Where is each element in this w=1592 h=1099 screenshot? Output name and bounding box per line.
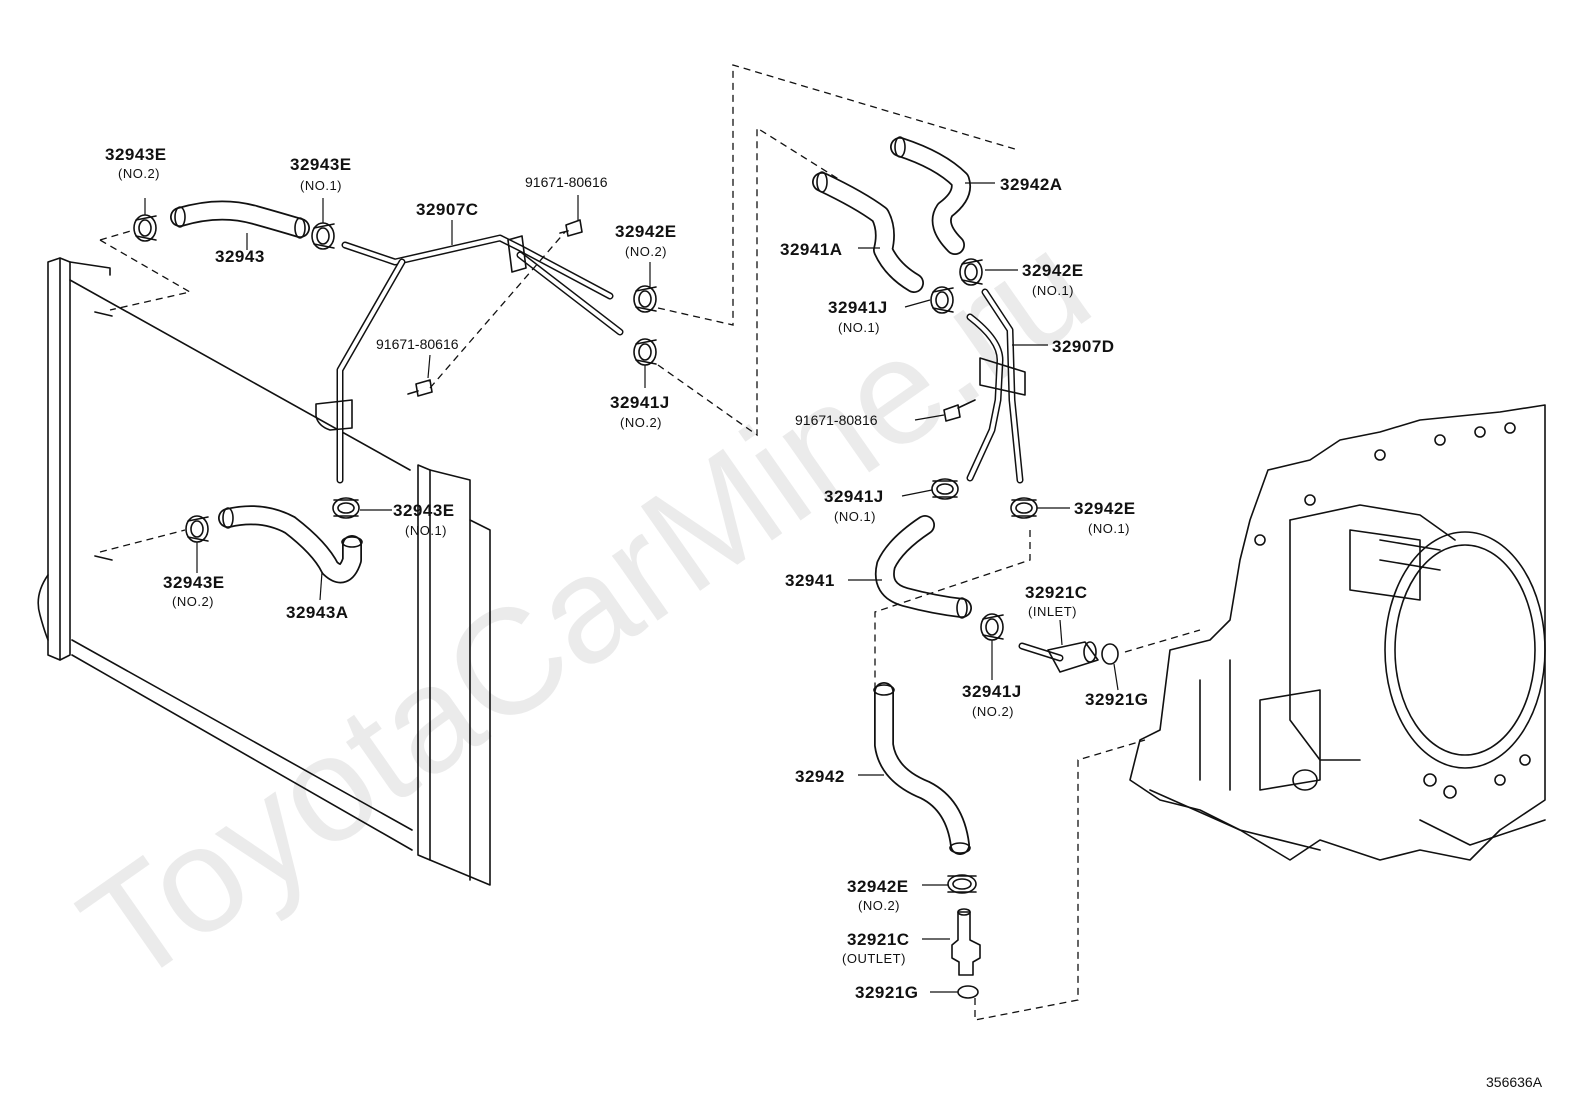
- clamp-32941J-no2: [633, 338, 657, 366]
- fitting-32921C-outlet: [951, 908, 981, 976]
- callout-part: 91671-80816: [795, 412, 878, 428]
- callout-note: (OUTLET): [842, 951, 906, 966]
- oring-32921G-inlet: [1101, 643, 1119, 665]
- hose-32942: [873, 682, 971, 855]
- guide-lines-left: [99, 64, 1019, 553]
- callout-part: 32943E: [290, 155, 352, 174]
- callout-part: 32907D: [1052, 337, 1115, 356]
- clamp-32943E-no2-bottom: [185, 515, 209, 543]
- bolt-91671-80616-mid: [407, 379, 433, 397]
- hose-32943A: [218, 505, 363, 584]
- callout-part: 32907C: [416, 200, 479, 219]
- callout-part: 32942E: [1074, 499, 1136, 518]
- radiator: [37, 257, 491, 886]
- callout-part: 91671-80616: [525, 174, 608, 190]
- callout-part: 32942E: [615, 222, 677, 241]
- callout-note: (NO.1): [838, 320, 880, 335]
- callout-note: (NO.1): [834, 509, 876, 524]
- figure-code: 356636A: [1486, 1074, 1543, 1090]
- callout-labels: 32943E (NO.2) 32943E (NO.1) 32943 32907C…: [105, 145, 1543, 1090]
- clamp-32943E-no1-top: [311, 222, 335, 250]
- callout-note: (NO.2): [620, 415, 662, 430]
- callout-note: (NO.2): [172, 594, 214, 609]
- callout-part: 32941J: [828, 298, 888, 317]
- guide-lines-right: [874, 530, 1201, 1021]
- hose-32943: [170, 200, 310, 239]
- pipe-32907C: [315, 234, 624, 484]
- callout-part: 32943: [215, 247, 265, 266]
- clamp-32942E-no2-bottom: [947, 874, 977, 894]
- clamp-32941J-no1-top: [930, 286, 954, 314]
- callout-part: 91671-80616: [376, 336, 459, 352]
- callout-note: (INLET): [1028, 604, 1077, 619]
- callout-part: 32941A: [780, 240, 843, 259]
- hose-32941: [874, 515, 972, 619]
- clamp-32942E-no2: [633, 285, 657, 313]
- callout-part: 32921C: [1025, 583, 1088, 602]
- callout-part: 32942E: [847, 877, 909, 896]
- fitting-32921C-inlet: [1018, 641, 1099, 673]
- clamp-32942E-no1-top: [959, 258, 983, 286]
- callout-part: 32943E: [163, 573, 225, 592]
- clamp-32942E-no1-bottom: [1010, 497, 1038, 519]
- callout-part: 32941J: [824, 487, 884, 506]
- hose-32941A: [812, 171, 924, 293]
- bolt-91671-80816: [943, 399, 976, 422]
- callout-part: 32943E: [393, 501, 455, 520]
- callout-part: 32943E: [105, 145, 167, 164]
- bolt-91671-80616-top: [559, 219, 583, 237]
- clamp-32941J-no2-right: [980, 613, 1004, 641]
- callout-part: 32942E: [1022, 261, 1084, 280]
- oring-32921G-outlet: [957, 985, 979, 999]
- callout-note: (NO.1): [300, 178, 342, 193]
- callout-note: (NO.1): [1088, 521, 1130, 536]
- callout-part: 32942A: [1000, 175, 1063, 194]
- callout-part: 32942: [795, 767, 845, 786]
- callout-note: (NO.2): [118, 166, 160, 181]
- callout-part: 32921C: [847, 930, 910, 949]
- callout-part: 32941J: [962, 682, 1022, 701]
- callout-part: 32941J: [610, 393, 670, 412]
- callout-note: (NO.2): [625, 244, 667, 259]
- callout-part: 32943A: [286, 603, 349, 622]
- clamp-32943E-no2-top: [133, 214, 157, 242]
- clamp-32943E-no1-bottom: [332, 497, 360, 519]
- callout-part: 32921G: [855, 983, 919, 1002]
- callout-note: (NO.1): [405, 523, 447, 538]
- callout-note: (NO.1): [1032, 283, 1074, 298]
- callout-note: (NO.2): [858, 898, 900, 913]
- transaxle-housing: [1129, 404, 1546, 861]
- callout-part: 32941: [785, 571, 835, 590]
- clamp-32941J-no1-bottom: [931, 478, 959, 500]
- hose-32942A: [890, 136, 971, 255]
- leader-lines: [144, 182, 1119, 993]
- callout-part: 32921G: [1085, 690, 1149, 709]
- pipe-32907D: [966, 288, 1026, 484]
- callout-note: (NO.2): [972, 704, 1014, 719]
